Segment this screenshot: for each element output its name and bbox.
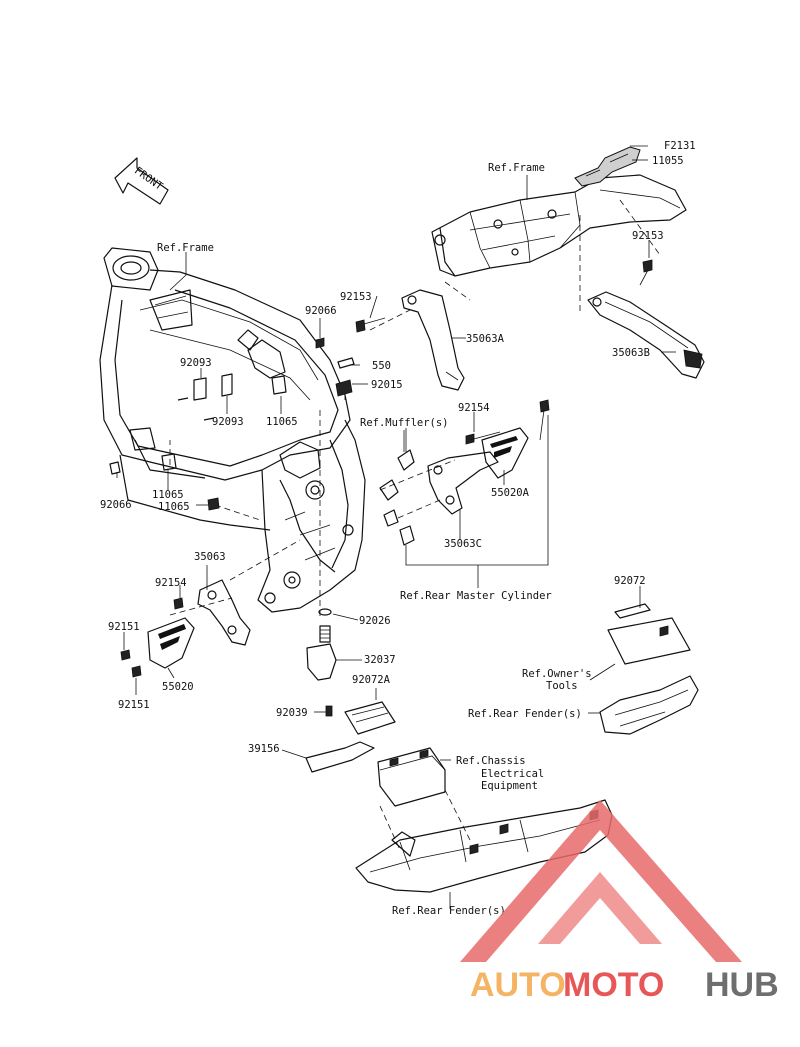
label-ref-owners-tools-1: Ref.Owner's xyxy=(522,668,592,680)
label-92039: 92039 xyxy=(276,707,308,719)
label-92151-a: 92151 xyxy=(108,621,140,633)
label-35063b: 35063B xyxy=(612,347,650,359)
label-ref-chassis-3: Equipment xyxy=(481,780,538,792)
label-92093-b: 92093 xyxy=(212,416,244,428)
label-ref-rear-fender-2: Ref.Rear Fender(s) xyxy=(392,905,506,917)
label-92066-left: 92066 xyxy=(100,499,132,511)
rear-subframe xyxy=(431,146,687,315)
label-ref-rear-fender-1: Ref.Rear Fender(s) xyxy=(468,708,582,720)
bolts-left xyxy=(120,597,184,678)
label-92072: 92072 xyxy=(614,575,646,587)
label-ref-chassis-2: Electrical xyxy=(481,768,544,780)
footpeg-55020 xyxy=(147,617,195,669)
label-92066-top: 92066 xyxy=(305,305,337,317)
label-ref-mufflers: Ref.Muffler(s) xyxy=(360,417,449,429)
label-11055: 11055 xyxy=(652,155,684,167)
battery-case xyxy=(305,701,471,851)
leader-lines xyxy=(116,145,676,909)
label-ref-rear-master: Ref.Rear Master Cylinder xyxy=(400,590,552,602)
footpeg-bracket-35063a xyxy=(401,289,465,391)
bolt-right xyxy=(539,399,550,441)
label-92151-b: 92151 xyxy=(118,699,150,711)
label-92026: 92026 xyxy=(359,615,391,627)
watermark-hub: HUB xyxy=(705,966,779,1004)
footpeg-bracket-35063 xyxy=(197,579,251,646)
label-32037: 32037 xyxy=(364,654,396,666)
label-92154-left: 92154 xyxy=(155,577,187,589)
watermark-auto: AUTO xyxy=(470,966,566,1004)
label-55020: 55020 xyxy=(162,681,194,693)
label-39156: 39156 xyxy=(248,743,280,755)
label-ref-owners-tools-2: Tools xyxy=(546,680,578,692)
label-92093-a: 92093 xyxy=(180,357,212,369)
label-11065-a: 11065 xyxy=(266,416,298,428)
label-92154-top: 92154 xyxy=(458,402,490,414)
rear-master-leaders xyxy=(405,415,549,588)
label-92072a: 92072A xyxy=(352,674,391,686)
label-92153-right: 92153 xyxy=(632,230,664,242)
label-f2131: F2131 xyxy=(664,140,696,152)
part-labels: Ref.Frame Ref.Frame F2131 11055 92153 92… xyxy=(100,140,696,917)
muffler-hanger xyxy=(397,430,415,471)
label-ref-frame-main: Ref.Frame xyxy=(157,242,214,254)
leader-guides xyxy=(169,281,471,620)
label-92015: 92015 xyxy=(371,379,403,391)
label-ref-chassis-1: Ref.Chassis xyxy=(456,755,526,767)
footpeg-bracket-35063b xyxy=(587,291,705,379)
label-11065-b: 11065 xyxy=(152,489,184,501)
label-ref-frame-top: Ref.Frame xyxy=(488,162,545,174)
watermark-moto: MOTO xyxy=(563,966,664,1004)
label-92153-left: 92153 xyxy=(340,291,372,303)
label-550: 550 xyxy=(372,360,391,372)
bracket-32037 xyxy=(306,608,337,681)
label-35063: 35063 xyxy=(194,551,226,563)
label-35063a: 35063A xyxy=(466,333,505,345)
rear-fender-small xyxy=(599,675,699,735)
bracket-35063c xyxy=(379,451,499,546)
main-frame xyxy=(99,247,366,613)
bolt-92154-top xyxy=(465,431,501,445)
fasteners-top xyxy=(109,259,653,511)
owners-tools xyxy=(607,603,691,665)
footpeg-55020a xyxy=(481,427,529,479)
label-35063c: 35063C xyxy=(444,538,482,550)
label-55020a: 55020A xyxy=(491,487,530,499)
label-11065-c: 11065 xyxy=(158,501,190,513)
watermark-logo: AUTO MOTO HUB xyxy=(460,800,779,1004)
front-arrow-icon: FRONT xyxy=(114,157,169,205)
